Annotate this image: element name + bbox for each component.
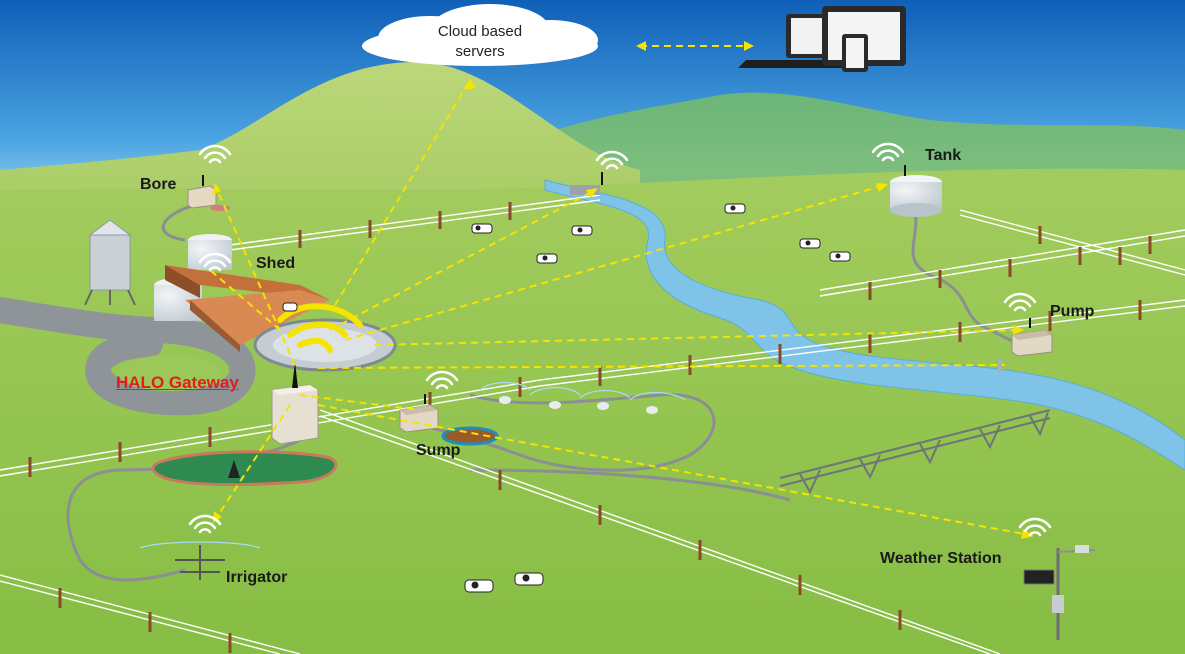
wireless-links bbox=[209, 45, 1031, 536]
weather-station-label: Weather Station bbox=[880, 550, 1002, 567]
grain-silo bbox=[84, 219, 136, 306]
wifi-icons bbox=[188, 142, 1052, 537]
pump-house bbox=[998, 318, 1053, 372]
halo-gateway-tower bbox=[271, 362, 319, 445]
creek-sensor bbox=[570, 172, 603, 195]
cloud-label-line1: Cloud based bbox=[437, 23, 523, 40]
bore-hut bbox=[187, 175, 230, 211]
road-loop-center bbox=[118, 355, 222, 391]
tank-label: Tank bbox=[925, 147, 962, 164]
sprinkler-line bbox=[479, 381, 686, 414]
cloud-shape bbox=[362, 4, 598, 66]
cow-spots bbox=[471, 205, 841, 589]
weather-station bbox=[1023, 545, 1096, 640]
sump-pond bbox=[441, 426, 499, 446]
halo-gateway-label: HALO Gateway bbox=[116, 373, 239, 392]
bore-label: Bore bbox=[140, 176, 177, 193]
cloud-label-line2: servers bbox=[455, 43, 505, 60]
cloud-servers-label: Cloud based servers bbox=[410, 22, 550, 62]
user-devices-icon bbox=[738, 6, 906, 72]
shed-label: Shed bbox=[256, 255, 296, 272]
pump-label: Pump bbox=[1050, 303, 1095, 320]
pond-aerator bbox=[228, 460, 240, 478]
water-tank bbox=[890, 165, 942, 217]
effluent-pond bbox=[151, 450, 338, 487]
farm-road bbox=[0, 297, 256, 416]
irrigator-label: Irrigator bbox=[226, 569, 288, 586]
fence-posts bbox=[28, 202, 1152, 653]
pivot-irrigator bbox=[779, 409, 1051, 495]
river bbox=[544, 179, 1185, 471]
sump-label: Sump bbox=[416, 442, 461, 459]
travelling-irrigator bbox=[139, 541, 261, 580]
